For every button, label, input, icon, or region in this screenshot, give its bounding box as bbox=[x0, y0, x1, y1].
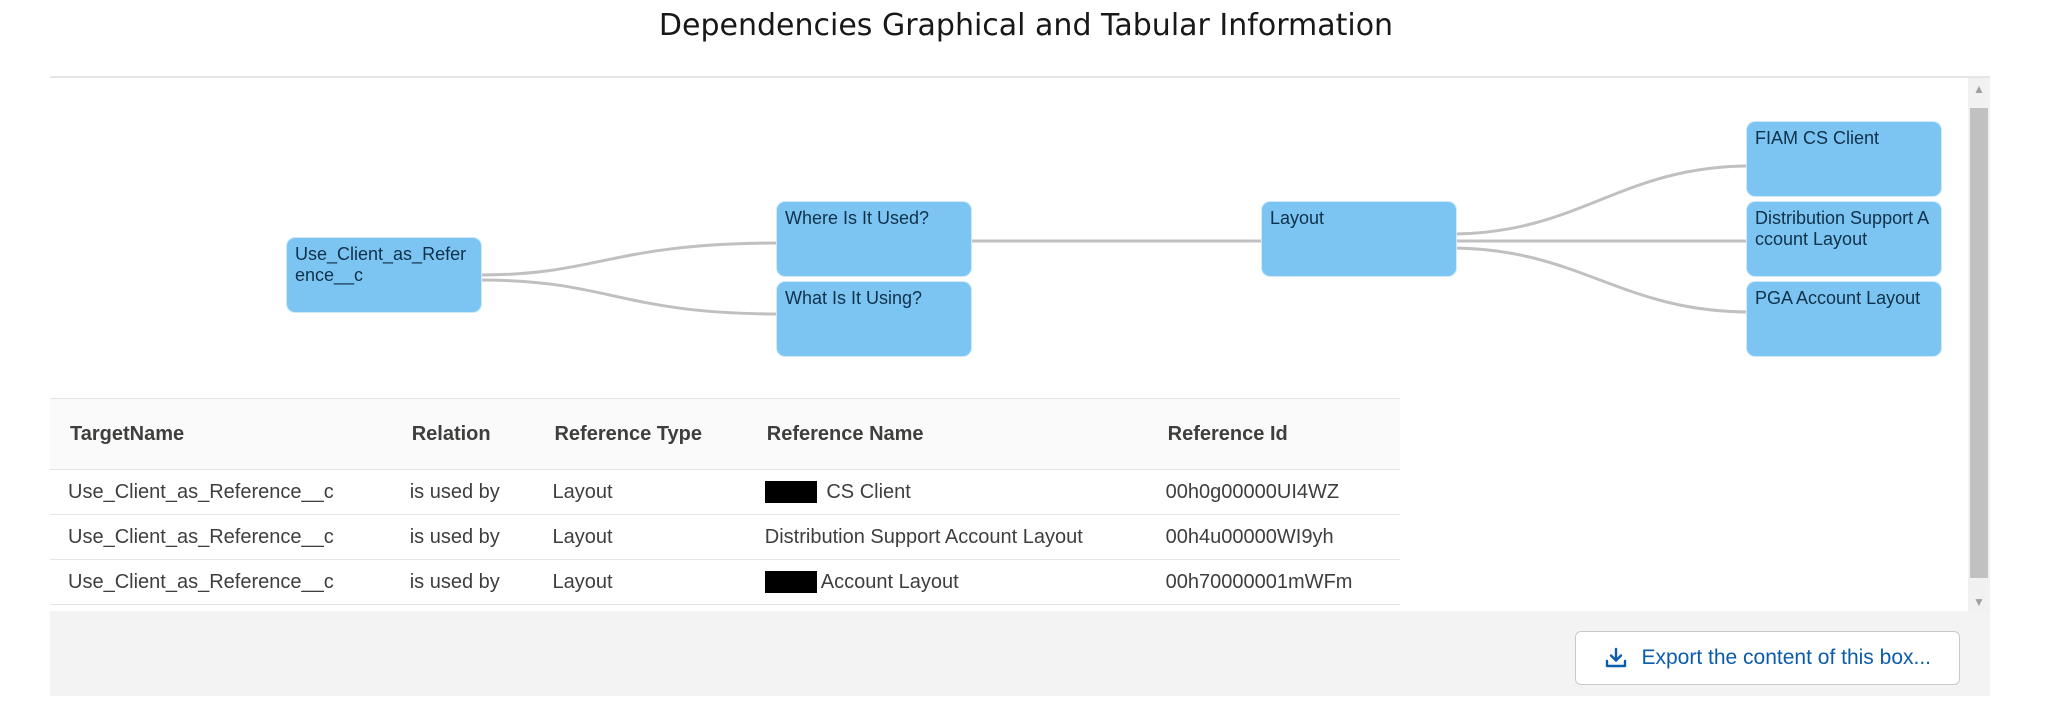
graph-node-where-used[interactable]: Where Is It Used? bbox=[777, 202, 971, 276]
redaction-block bbox=[764, 481, 817, 504]
graph-node-layout[interactable]: Layout bbox=[1262, 202, 1456, 276]
export-button[interactable]: Export the content of this box... bbox=[1574, 631, 1960, 685]
page-title: Dependencies Graphical and Tabular Infor… bbox=[658, 8, 1394, 43]
edge-layout-leaf1 bbox=[1449, 164, 1751, 236]
table-header-row: TargetName Relation Reference Type Refer… bbox=[50, 398, 1400, 470]
cell-target: Use_Client_as_Reference__c bbox=[50, 514, 392, 560]
graph-node-leaf-distribution[interactable]: Distribution Support Account Layout bbox=[1747, 202, 1941, 276]
cell-name: Account Layout bbox=[746, 559, 1148, 605]
scrollbar-thumb[interactable] bbox=[1970, 108, 1988, 578]
cell-relation: is used by bbox=[391, 514, 535, 560]
dependency-graph: Use_Client_as_Reference__c Where Is It U… bbox=[50, 78, 1990, 398]
scroll-down-arrow-icon[interactable]: ▼ bbox=[1973, 595, 1985, 609]
cell-target: Use_Client_as_Reference__c bbox=[50, 469, 392, 515]
table-row: Use_Client_as_Reference__c is used by La… bbox=[50, 559, 1400, 605]
cell-relation: is used by bbox=[391, 559, 535, 605]
edge-root-what-using bbox=[479, 278, 781, 316]
download-icon bbox=[1605, 647, 1626, 668]
table-row: Use_Client_as_Reference__c is used by La… bbox=[50, 514, 1400, 560]
col-header-name[interactable]: Reference Name bbox=[746, 398, 1148, 470]
cell-id: 00h4u00000WI9yh bbox=[1147, 514, 1400, 560]
col-header-target[interactable]: TargetName bbox=[50, 398, 392, 470]
dependencies-panel: Use_Client_as_Reference__c Where Is It U… bbox=[50, 76, 1990, 613]
cell-name-text: Account Layout bbox=[820, 570, 959, 593]
cell-type: Layout bbox=[534, 469, 747, 515]
redaction-block bbox=[764, 571, 817, 594]
panel-footer: Export the content of this box... bbox=[50, 611, 1990, 696]
cell-name: CS Client bbox=[746, 469, 1148, 515]
edge-root-where-used bbox=[479, 241, 781, 277]
cell-target: Use_Client_as_Reference__c bbox=[50, 559, 392, 605]
edge-layout-leaf3 bbox=[1449, 246, 1751, 314]
col-header-id[interactable]: Reference Id bbox=[1147, 398, 1400, 470]
scroll-up-arrow-icon[interactable]: ▲ bbox=[1973, 82, 1985, 96]
col-header-relation[interactable]: Relation bbox=[391, 398, 535, 470]
cell-name: Distribution Support Account Layout bbox=[746, 514, 1148, 560]
cell-name-text: CS Client bbox=[826, 480, 911, 503]
cell-type: Layout bbox=[534, 559, 747, 605]
col-header-type[interactable]: Reference Type bbox=[534, 398, 747, 470]
graph-node-leaf-pga[interactable]: PGA Account Layout bbox=[1747, 282, 1941, 356]
cell-id: 00h70000001mWFm bbox=[1147, 559, 1400, 605]
dependency-table: TargetName Relation Reference Type Refer… bbox=[50, 398, 1400, 605]
cell-relation: is used by bbox=[391, 469, 535, 515]
table-row: Use_Client_as_Reference__c is used by La… bbox=[50, 469, 1400, 515]
graph-node-what-using[interactable]: What Is It Using? bbox=[777, 282, 971, 356]
vertical-scrollbar[interactable]: ▲ ▼ bbox=[1968, 78, 1990, 613]
graph-node-leaf-fiam[interactable]: FIAM CS Client bbox=[1747, 122, 1941, 196]
graph-edges bbox=[479, 164, 1751, 316]
export-button-label: Export the content of this box... bbox=[1641, 646, 1932, 669]
cell-id: 00h0g00000UI4WZ bbox=[1147, 469, 1400, 515]
cell-type: Layout bbox=[534, 514, 747, 560]
graph-node-root[interactable]: Use_Client_as_Reference__c bbox=[287, 238, 481, 312]
